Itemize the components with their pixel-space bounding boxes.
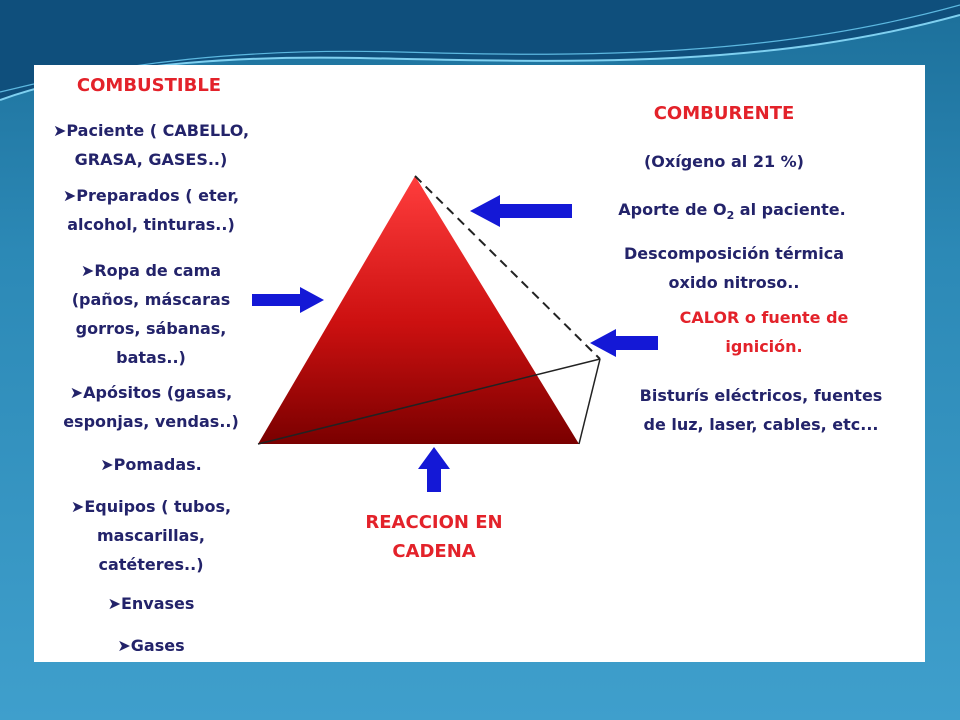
- fuel-item-envases: ➤Envases: [107, 594, 195, 613]
- fire-tetrahedron-diagram: [252, 175, 658, 492]
- bullet-arrow-icon: ➤: [107, 594, 121, 613]
- fuel-item-gases: ➤Gases: [117, 636, 185, 655]
- bullet-arrow-icon: ➤: [69, 383, 84, 402]
- arrow-right-icon: [252, 287, 324, 313]
- bullet-arrow-icon: ➤: [70, 497, 85, 516]
- pyramid-edge-right: [578, 358, 601, 445]
- arrow-left-small-icon: [590, 329, 658, 357]
- pyramid-edge-base: [257, 358, 601, 445]
- bullet-arrow-icon: ➤: [100, 455, 114, 474]
- bullet-arrow-icon: ➤: [117, 636, 131, 655]
- bullet-arrow-icon: ➤: [80, 261, 95, 280]
- reaccion-cadena-label: REACCION EN CADENA: [365, 512, 503, 562]
- aporte-text: Aporte de O2 al paciente.: [618, 200, 846, 223]
- oxygen-text: (Oxígeno al 21 %): [643, 152, 804, 171]
- fuel-item-pomadas: ➤Pomadas.: [100, 455, 202, 474]
- bullet-arrow-icon: ➤: [52, 121, 67, 140]
- combustible-heading: COMBUSTIBLE: [76, 75, 222, 96]
- descomposicion-text: Descomposición térmica oxido nitroso..: [623, 244, 844, 292]
- slide-panel: COMBUSTIBLE ➤Paciente ( CABELLO, GRASA, …: [34, 65, 925, 662]
- ignition-sources-text: Bisturís eléctricos, fuentes de luz, las…: [639, 386, 883, 434]
- comburente-heading: COMBURENTE: [653, 103, 795, 124]
- bullet-arrow-icon: ➤: [62, 186, 77, 205]
- fuel-item-paciente: ➤Paciente ( CABELLO, GRASA, GASES..): [52, 121, 250, 169]
- pyramid-hidden-edge: [414, 175, 601, 360]
- fuel-item-apositos: ➤Apósitos (gasas, esponjas, vendas..): [63, 383, 239, 431]
- fuel-item-equipos: ➤Equipos ( tubos, mascarillas, catéteres…: [70, 497, 232, 574]
- arrow-left-icon: [470, 195, 572, 227]
- pyramid-face: [258, 176, 579, 444]
- fuel-item-preparados: ➤Preparados ( eter, alcohol, tinturas..): [62, 186, 240, 234]
- calor-text: CALOR o fuente de ignición.: [679, 308, 849, 356]
- arrow-up-icon: [418, 447, 450, 492]
- fuel-item-ropa: ➤Ropa de cama (paños, máscaras gorros, s…: [71, 261, 231, 367]
